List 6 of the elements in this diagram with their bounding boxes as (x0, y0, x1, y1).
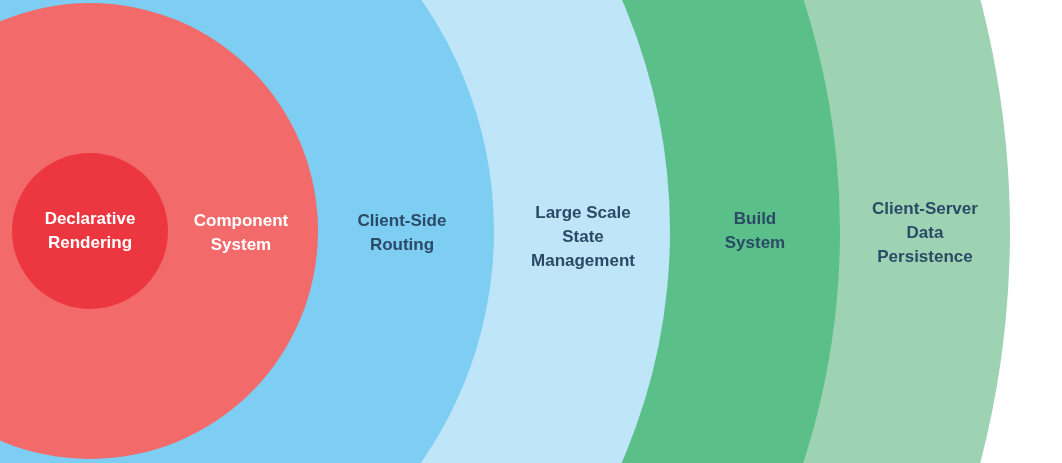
ring-label: Build System (723, 208, 787, 254)
ring-label: Client-Server Data Persistence (871, 198, 979, 268)
ring-label: Large Scale State Management (530, 202, 636, 272)
ring-label: Component System (192, 210, 290, 256)
ring-label: Declarative Rendering (43, 208, 137, 254)
ring-label: Client-Side Routing (356, 210, 448, 256)
